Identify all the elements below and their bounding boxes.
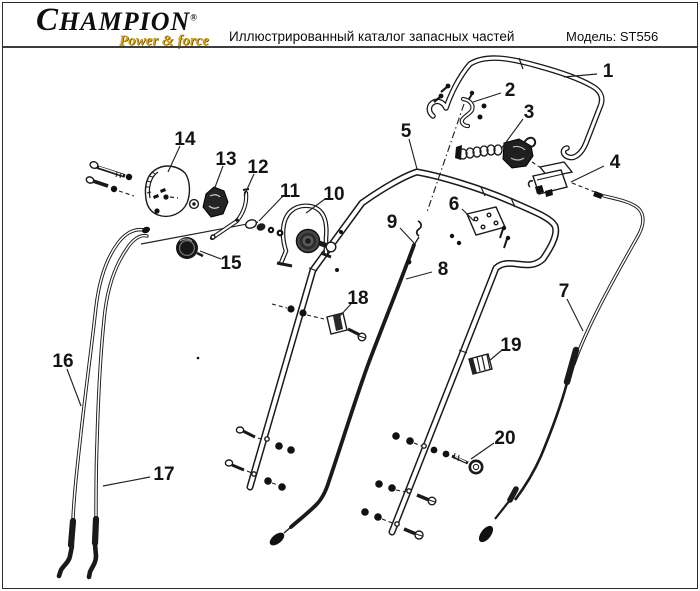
model-label: Модель: ST556 — [566, 29, 659, 44]
cable-part17 — [86, 221, 259, 580]
callout-number-1: 1 — [603, 61, 614, 82]
callout-leader-10 — [305, 198, 326, 214]
callout-number-6: 6 — [449, 194, 460, 215]
cable-part8 — [269, 243, 416, 546]
header-rule — [3, 46, 697, 48]
callout-leader-8 — [405, 271, 433, 280]
bolts-top-left — [85, 160, 135, 197]
callout-leader-6 — [461, 208, 475, 222]
callout-leader-2 — [472, 92, 502, 103]
callout-number-15: 15 — [220, 253, 242, 274]
callout-number-3: 3 — [524, 102, 535, 123]
callout-number-8: 8 — [438, 259, 449, 280]
fasteners-left — [224, 426, 295, 491]
callout-leader-14 — [167, 145, 181, 173]
cable-clamp-part18 — [271, 303, 367, 342]
callout-number-18: 18 — [347, 288, 368, 309]
cable-part16 — [56, 227, 149, 579]
callout-leader-13 — [213, 165, 224, 191]
cable-clip-part2 — [459, 90, 487, 129]
callout-leader-16 — [66, 368, 82, 407]
bracket-part13 — [188, 186, 229, 218]
throttle-lever-part3 — [455, 136, 559, 180]
callout-number-5: 5 — [401, 121, 412, 142]
brand-tagline: Power & force — [119, 33, 209, 49]
registered-mark: ® — [190, 12, 198, 23]
callout-number-10: 10 — [323, 184, 344, 205]
callout-number-17: 17 — [153, 464, 174, 485]
callout-leader-15 — [199, 250, 222, 260]
callout-number-13: 13 — [215, 149, 236, 170]
callout-leader-7 — [566, 298, 584, 332]
spacer-part19 — [468, 353, 493, 375]
callout-number-7: 7 — [559, 281, 570, 302]
callout-leader-9 — [399, 227, 415, 244]
callout-leader-12 — [243, 173, 255, 197]
cable-part7 — [478, 182, 645, 543]
callout-leader-1 — [563, 73, 598, 78]
callout-leader-18 — [338, 303, 352, 318]
callout-leader-4 — [570, 165, 605, 183]
callout-number-19: 19 — [500, 335, 521, 356]
switch-box-part4 — [527, 161, 574, 197]
lever-arm-part12 — [209, 188, 250, 241]
callout-number-4: 4 — [610, 152, 621, 173]
callout-leader-11 — [258, 195, 284, 222]
bushings-part11 — [244, 219, 284, 237]
fasteners-right — [361, 432, 450, 540]
cover-part14 — [144, 165, 191, 218]
callout-leader-17 — [102, 476, 151, 487]
callout-leader-5 — [408, 138, 418, 170]
callout-leader-19 — [488, 349, 503, 362]
callout-number-14: 14 — [174, 129, 196, 150]
lower-handle-part5 — [196, 168, 560, 536]
callout-number-12: 12 — [247, 157, 268, 178]
upper-handle-part1 — [426, 55, 605, 161]
brand-name: CHAMPION® — [36, 2, 198, 38]
callout-number-9: 9 — [387, 212, 398, 233]
callout-leader-20 — [470, 442, 495, 460]
callout-number-16: 16 — [52, 351, 73, 372]
eye-bolt-part20 — [451, 452, 484, 475]
knob-part15 — [176, 237, 204, 259]
bracket-plate-part6 — [449, 206, 511, 249]
callout-number-20: 20 — [494, 428, 515, 449]
callout-leader-3 — [500, 118, 524, 150]
callout-number-2: 2 — [505, 80, 516, 101]
callout-number-11: 11 — [280, 181, 301, 202]
catalog-title: Иллюстрированный каталог запасных частей — [229, 29, 515, 44]
starter-guide-part10 — [276, 203, 337, 268]
brand-logo: CHAMPION® Power & force — [36, 4, 211, 49]
